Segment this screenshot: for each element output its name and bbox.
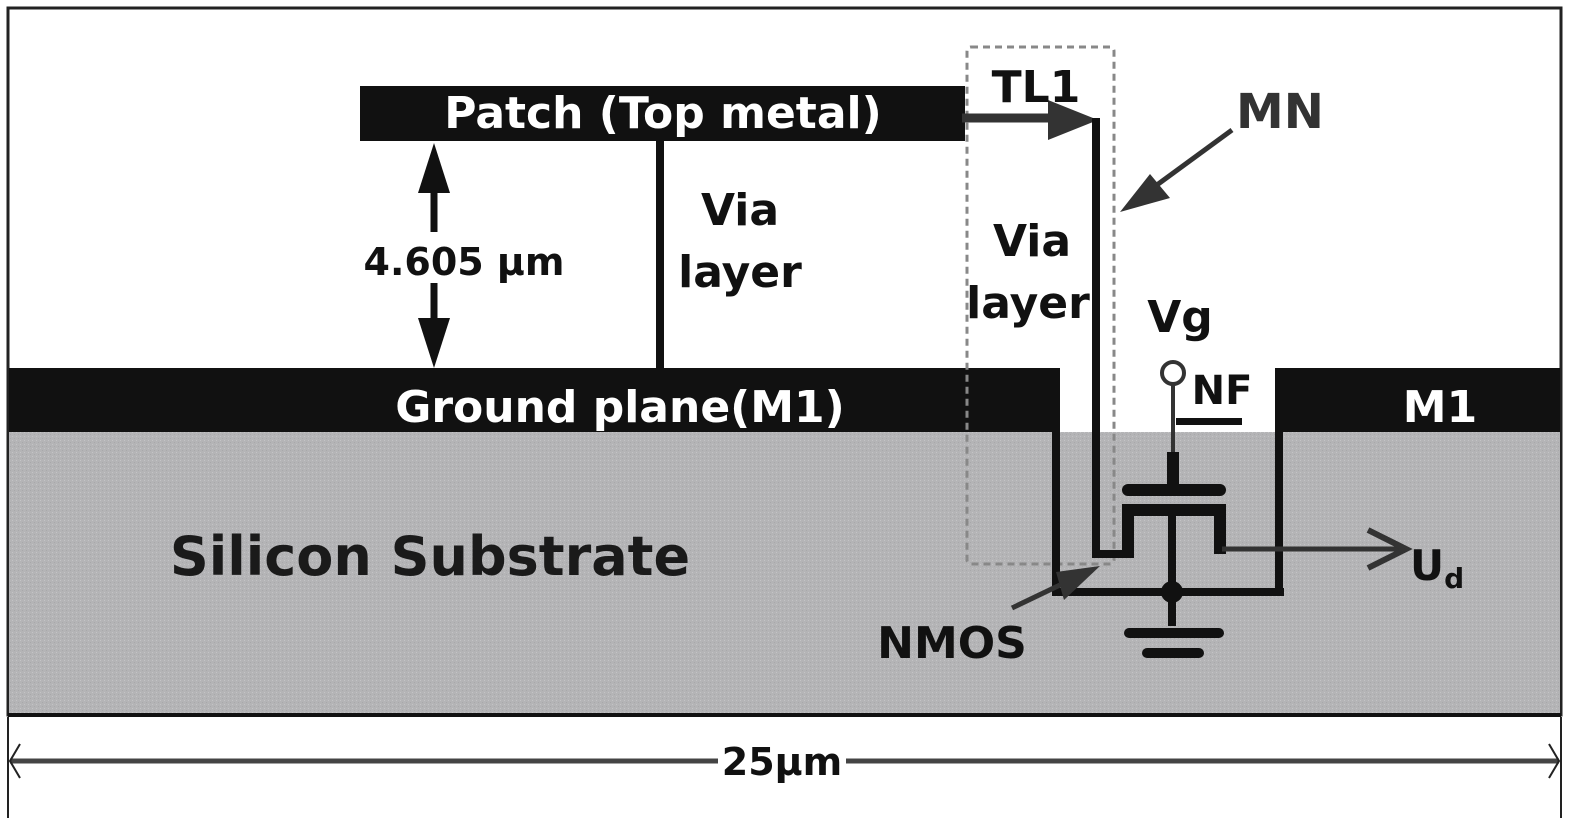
transmission-line-vertical [1092, 118, 1100, 558]
ud-output-arrow [1222, 527, 1413, 571]
nf-label: NF [1192, 368, 1253, 414]
via-right-label-line1: Via [993, 216, 1071, 267]
via-line-left [656, 141, 664, 368]
via-left-label-line2: layer [678, 247, 802, 298]
ground-plane-label: Ground plane(M1) [395, 382, 845, 433]
mn-pointer-arrow [1120, 127, 1234, 212]
patch-top-metal [360, 86, 965, 141]
ud-main: U [1410, 541, 1444, 590]
tl1-arrow [962, 100, 1098, 140]
m1-right-segment [1275, 368, 1560, 432]
mn-label: MN [1236, 84, 1324, 140]
ud-subscript: d [1444, 562, 1464, 595]
tl1-label: TL1 [992, 62, 1081, 113]
substrate-label: Silicon Substrate [170, 525, 690, 588]
nmos-transistor [1122, 360, 1242, 658]
height-dimension-arrow [418, 143, 450, 368]
ud-label: Ud [1410, 541, 1464, 595]
width-dimension [7, 717, 1562, 818]
nmos-pointer-arrow [1010, 566, 1100, 611]
via-left-label-line1: Via [701, 185, 779, 236]
height-dimension-label: 4.605 μm [364, 240, 565, 284]
m1-right-label: M1 [1403, 382, 1477, 433]
via-right-label-line2: layer [966, 278, 1090, 329]
mn-dashed-box [965, 45, 1116, 566]
ground-symbol [1124, 628, 1224, 638]
ground-plane-m1 [9, 368, 1060, 432]
vg-terminal-circle [1160, 360, 1186, 386]
patch-label: Patch (Top metal) [444, 88, 881, 139]
width-dimension-label: 25μm [722, 740, 842, 784]
nmos-label: NMOS [877, 618, 1027, 669]
silicon-substrate [9, 432, 1560, 714]
drain-connection [1092, 550, 1124, 558]
vg-label: Vg [1147, 292, 1213, 343]
